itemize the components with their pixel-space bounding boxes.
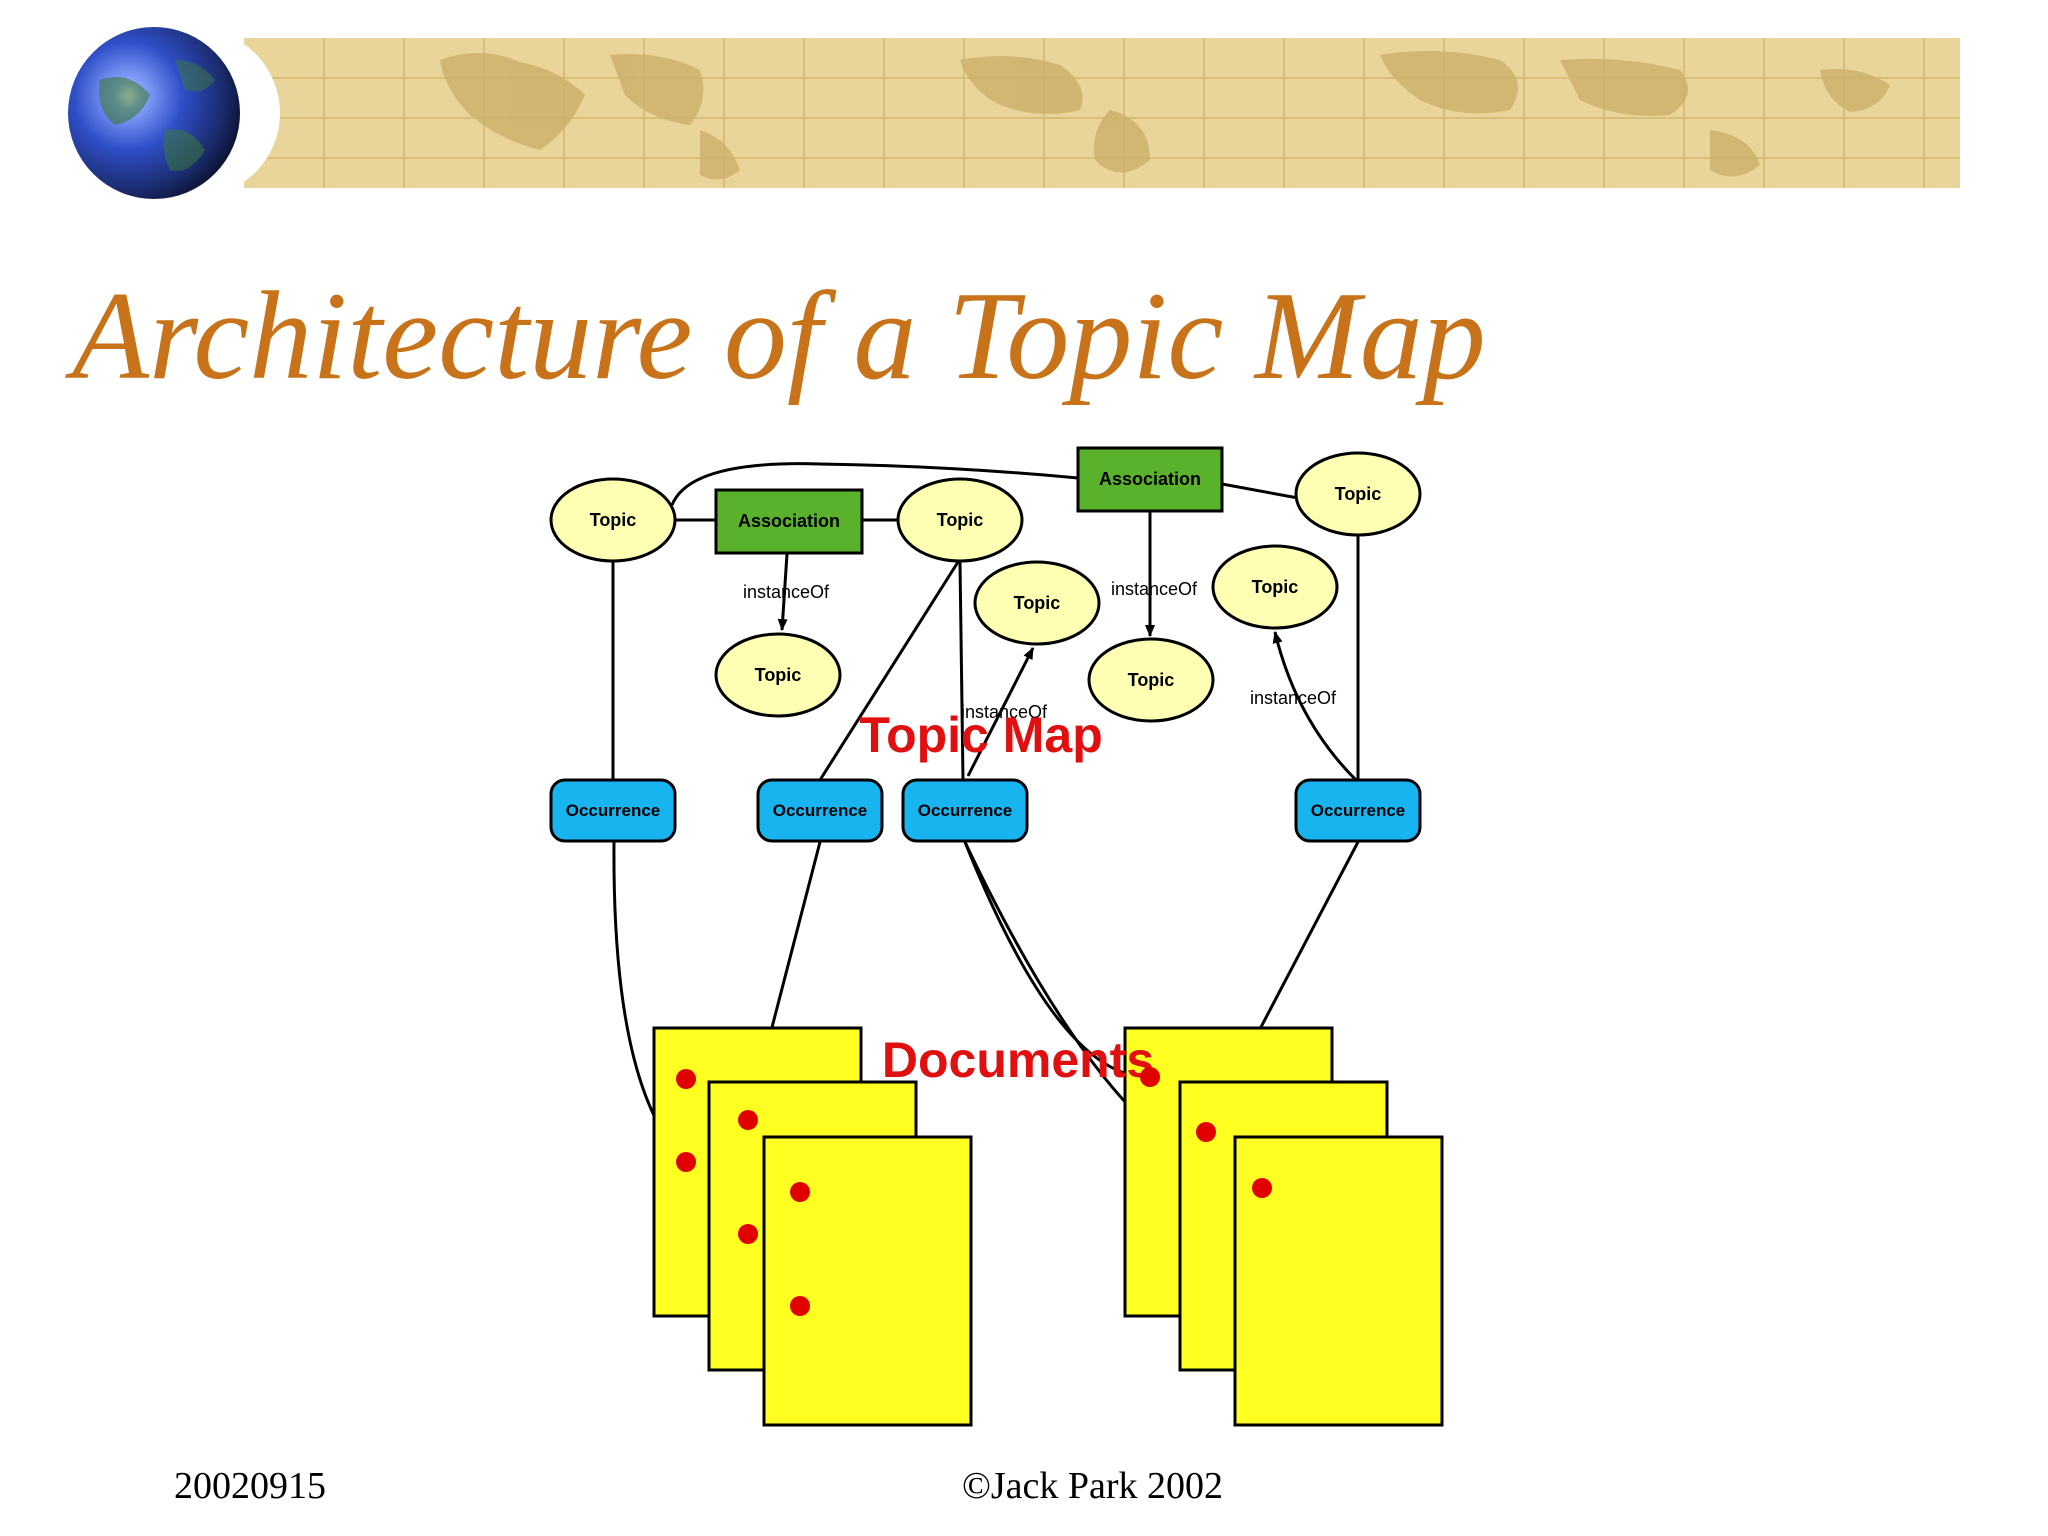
topic-label: Topic (755, 665, 802, 685)
occurrence-link-dot (676, 1152, 696, 1172)
globe-icon (68, 27, 240, 199)
footer-copyright: ©Jack Park 2002 (962, 1465, 1224, 1507)
edge-label-instanceof: instanceOf (961, 702, 1048, 722)
occurrence-link-dot (738, 1224, 758, 1244)
edge-label-instanceof: instanceOf (1250, 688, 1337, 708)
edge-occurrence3-topic3 (966, 647, 1035, 777)
association-node (1076, 446, 1224, 513)
topic-node (1087, 637, 1215, 723)
edge-association2-topic7 (1221, 482, 1299, 500)
world-map-strip (244, 38, 1960, 188)
occurrence-label: Occurrence (918, 801, 1013, 820)
occurrence-link-dot (1252, 1178, 1272, 1198)
occurrence-link-dot (790, 1182, 810, 1202)
slide-title: Architecture of a Topic Map (72, 267, 1486, 406)
edge-topic2-occurrence3 (958, 561, 965, 781)
occurrence-link-dot (1140, 1067, 1160, 1087)
occurrence-label: Occurrence (773, 801, 868, 820)
occurrence-label: Occurrence (1311, 801, 1406, 820)
edge-occurrence4-topic6 (1272, 631, 1358, 782)
occurrence-link-dot (1196, 1122, 1216, 1142)
document-page (762, 1135, 973, 1427)
documents-label: Documents (882, 1032, 1154, 1088)
footer-date: 20020915 (174, 1465, 326, 1507)
edge-association1-instanceof (777, 553, 789, 631)
topic-label: Topic (1128, 670, 1175, 690)
edge-label-instanceof: instanceOf (743, 582, 830, 602)
occurrence-node (549, 778, 677, 843)
topic-label: Topic (590, 510, 637, 530)
occurrence-link-dot (738, 1110, 758, 1130)
edge-topic2-occurrence2 (818, 561, 960, 781)
topic-node (896, 477, 1024, 563)
association-label: Association (738, 511, 840, 531)
association-node (714, 488, 864, 555)
association-label: Association (1099, 469, 1201, 489)
topic-node (1211, 544, 1339, 630)
topic-node (549, 477, 677, 563)
topic-map-label: Topic Map (859, 707, 1103, 763)
topic-node (714, 632, 842, 718)
occurrence-node (901, 778, 1029, 843)
topic-label: Topic (937, 510, 984, 530)
occurrence-link-dot (676, 1069, 696, 1089)
header-banner (68, 27, 1960, 199)
occurrence-link-dot (790, 1296, 810, 1316)
topic-node (973, 560, 1101, 646)
occurrence-node (756, 778, 884, 843)
edge-topic1-association2-arc (670, 462, 1079, 506)
occurrence-label: Occurrence (566, 801, 661, 820)
edge-label-instanceof: instanceOf (1111, 579, 1198, 599)
topic-label: Topic (1252, 577, 1299, 597)
topic-label: Topic (1014, 593, 1061, 613)
occurrence-node (1294, 778, 1422, 843)
topic-node (1294, 451, 1422, 537)
topic-label: Topic (1335, 484, 1382, 504)
